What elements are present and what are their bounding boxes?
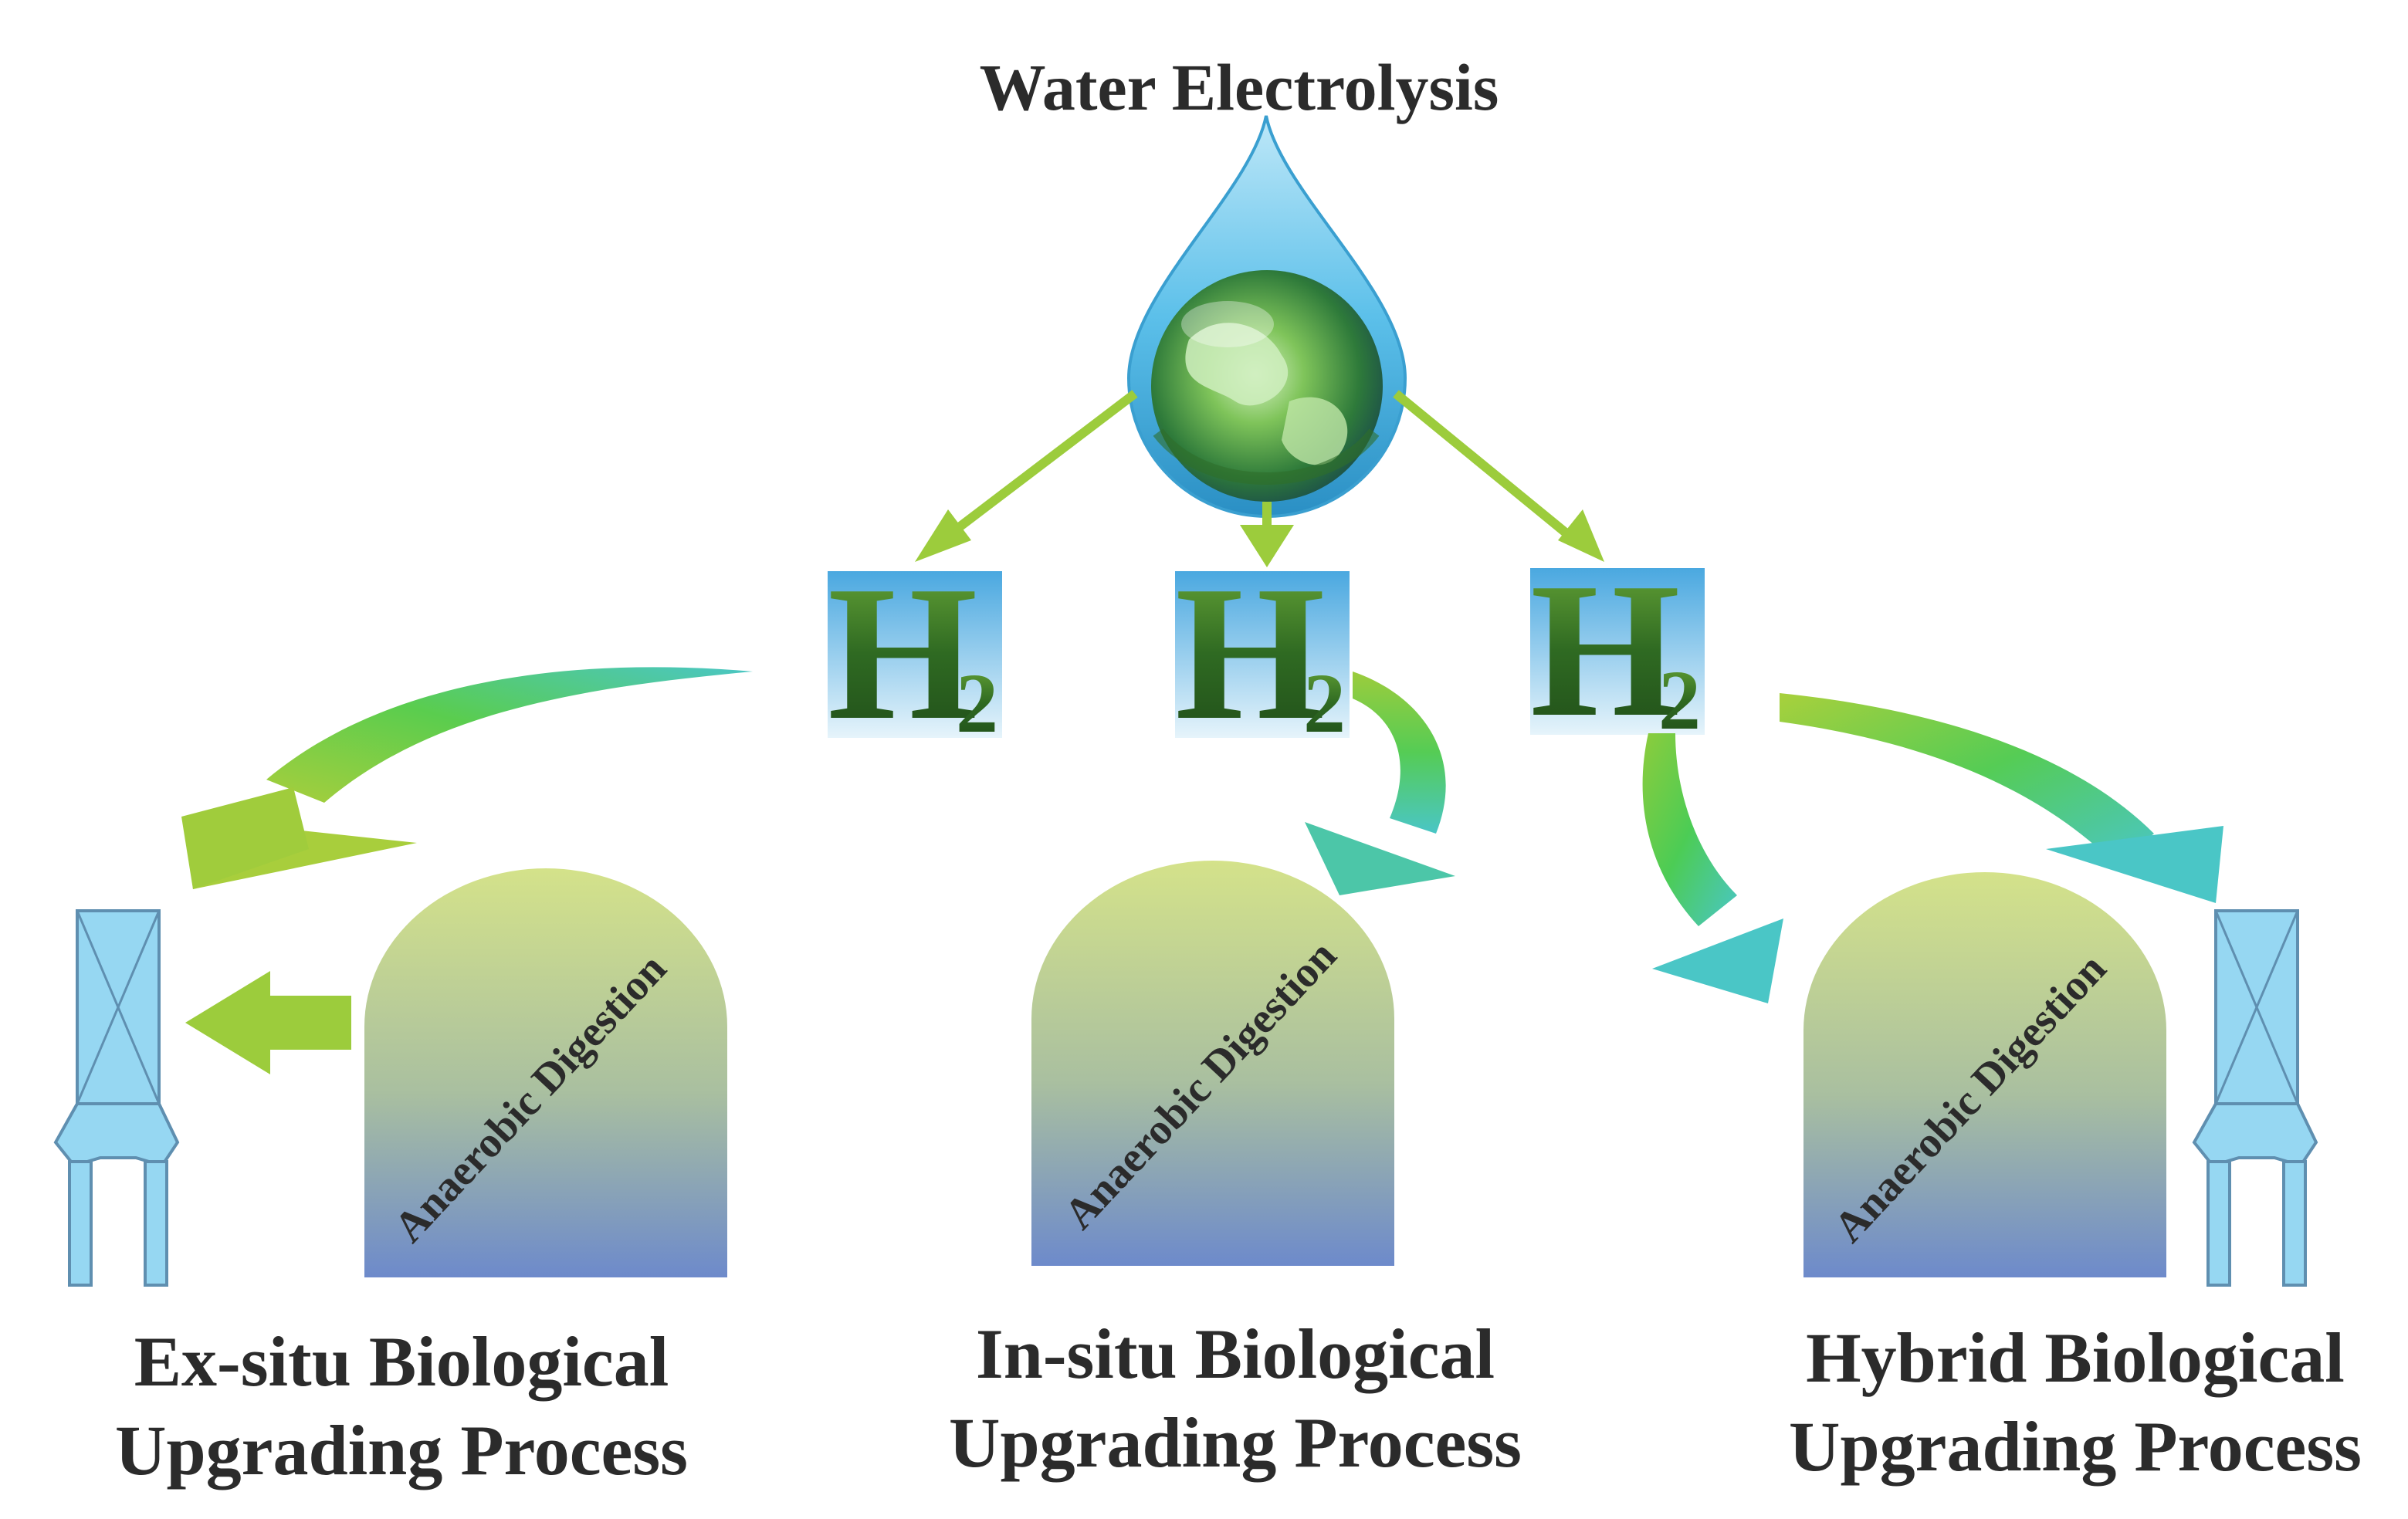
ex-situ-reactor-column-icon (53, 909, 180, 1287)
arrow-digester-to-reactor (185, 971, 351, 1074)
ex-situ-label-line2: Upgrading Process (115, 1411, 688, 1490)
h2-symbol-right: H (1530, 543, 1680, 757)
hybrid-label-line2: Upgrading Process (1789, 1407, 2362, 1486)
arrow-to-h2-center (1240, 502, 1294, 567)
label-hybrid-process: Hybrid Biological Upgrading Process (1789, 1318, 2362, 1486)
label-in-situ-process: In-situ Biological Upgrading Process (949, 1314, 1522, 1482)
water-drop-globe-icon (1126, 115, 1407, 518)
digester-ex-situ: Anaerobic Digestion (364, 868, 727, 1277)
in-situ-label-line1: In-situ Biological (976, 1314, 1495, 1393)
h2-subscript-center: 2 (1303, 656, 1346, 750)
h2-subscript-left: 2 (956, 656, 998, 750)
digester-hybrid: Anaerobic Digestion (1803, 872, 2166, 1277)
h2-subscript-right: 2 (1658, 653, 1701, 747)
hydrogen-tile-right: H 2 (1530, 543, 1705, 757)
digester-in-situ: Anaerobic Digestion (1031, 861, 1394, 1266)
curved-arrow-in-situ (1305, 672, 1455, 895)
hydrogen-tile-center: H 2 (1175, 546, 1350, 760)
h2-symbol-left: H (828, 546, 977, 760)
diagram-title: Water Electrolysis (980, 50, 1499, 124)
hydrogen-tile-left: H 2 (828, 546, 1002, 760)
hybrid-label-line1: Hybrid Biological (1806, 1318, 2345, 1397)
in-situ-label-line2: Upgrading Process (949, 1403, 1522, 1482)
curved-arrow-hybrid-reactor (1780, 693, 2223, 903)
arrow-to-h2-left (915, 390, 1138, 562)
label-ex-situ-process: Ex-situ Biological Upgrading Process (115, 1322, 688, 1490)
h2-symbol-center: H (1175, 546, 1325, 760)
arrow-to-h2-right (1393, 390, 1604, 562)
hybrid-reactor-column-icon (2192, 909, 2318, 1287)
curved-arrow-hybrid-digester (1642, 733, 1783, 1003)
ex-situ-label-line1: Ex-situ Biological (134, 1322, 669, 1401)
curved-arrow-ex-situ (181, 667, 753, 889)
